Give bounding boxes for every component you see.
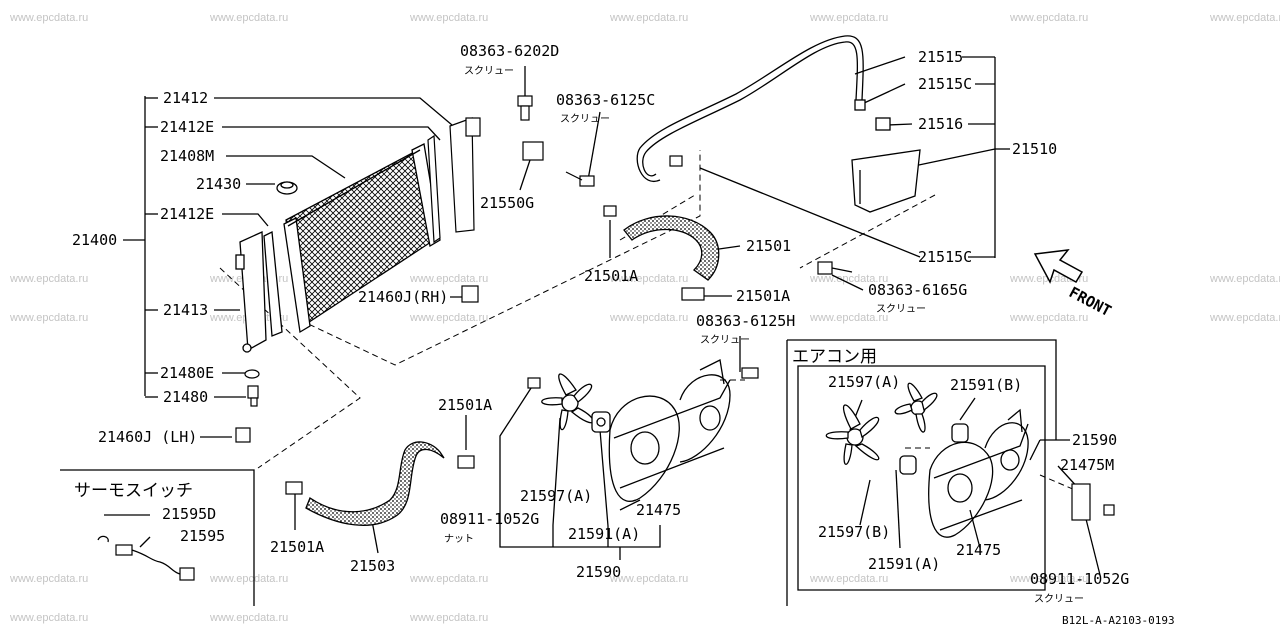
watermark: www.epcdata.ru bbox=[810, 273, 889, 285]
watermark: www.epcdata.ru bbox=[810, 12, 889, 24]
aircon-section-title: エアコン用 bbox=[792, 347, 877, 367]
thermo-switch-section-title: サーモスイッチ bbox=[74, 481, 193, 501]
watermark: www.epcdata.ru bbox=[810, 312, 889, 324]
watermark: www.epcdata.ru bbox=[10, 573, 89, 585]
part-label: 21501A bbox=[270, 538, 325, 556]
watermark: www.epcdata.ru bbox=[410, 12, 489, 24]
watermark: www.epcdata.ru bbox=[610, 573, 689, 585]
watermark: www.epcdata.ru bbox=[810, 573, 889, 585]
watermark: www.epcdata.ru bbox=[210, 12, 289, 24]
watermark: www.epcdata.ru bbox=[10, 12, 89, 24]
watermark: www.epcdata.ru bbox=[210, 612, 289, 624]
watermark: www.epcdata.ru bbox=[410, 573, 489, 585]
part-label: 21590 bbox=[1072, 431, 1118, 449]
part-label: 21475M bbox=[1060, 456, 1115, 474]
part-label: 21597(B) bbox=[818, 523, 891, 541]
part-label: 21412E bbox=[160, 205, 215, 223]
part-label: 08363-6125H bbox=[696, 312, 796, 330]
part-label: 21501 bbox=[746, 237, 792, 255]
part-label: 21460J(RH) bbox=[358, 288, 449, 306]
part-sublabel: スクリュー bbox=[876, 304, 926, 315]
part-label: 21430 bbox=[196, 175, 242, 193]
part-label: 21408M bbox=[160, 147, 215, 165]
diagram-code: B12L-A-A2103-0193 bbox=[1062, 614, 1175, 627]
part-label: 08911-1052G bbox=[1030, 570, 1130, 588]
watermark: www.epcdata.ru bbox=[610, 273, 689, 285]
part-label: 21475 bbox=[636, 501, 682, 519]
part-label: 21597(A) bbox=[828, 373, 901, 391]
part-label: 21591(B) bbox=[950, 376, 1023, 394]
watermark: www.epcdata.ru bbox=[610, 12, 689, 24]
part-label: 21475 bbox=[956, 541, 1002, 559]
watermark: www.epcdata.ru bbox=[410, 612, 489, 624]
part-label: 21501A bbox=[438, 396, 493, 414]
part-label: 21595 bbox=[180, 527, 226, 545]
part-label: 21503 bbox=[350, 557, 396, 575]
part-label: 21516 bbox=[918, 115, 964, 133]
part-label: 21515C bbox=[918, 75, 973, 93]
part-label: 21597(A) bbox=[520, 487, 593, 505]
part-label: 21501A bbox=[584, 267, 639, 285]
watermark: www.epcdata.ru bbox=[10, 312, 89, 324]
part-label: 21480 bbox=[163, 388, 209, 406]
part-label: 21412 bbox=[163, 89, 209, 107]
watermark: www.epcdata.ru bbox=[610, 312, 689, 324]
part-label: 21591(A) bbox=[868, 555, 941, 573]
part-label: 08363-6125C bbox=[556, 91, 656, 109]
part-sublabel: スクリュー bbox=[464, 66, 514, 77]
part-sublabel: ナット bbox=[444, 534, 474, 545]
part-sublabel: スクリュー bbox=[700, 335, 750, 346]
watermark: www.epcdata.ru bbox=[1210, 273, 1280, 285]
watermark: www.epcdata.ru bbox=[410, 273, 489, 285]
part-label: 21550G bbox=[480, 194, 535, 212]
part-label: 21515C bbox=[918, 248, 973, 266]
part-label: 21591(A) bbox=[568, 525, 641, 543]
part-label: 21412E bbox=[160, 118, 215, 136]
watermark: www.epcdata.ru bbox=[1010, 312, 1089, 324]
watermark: www.epcdata.ru bbox=[1210, 312, 1280, 324]
part-sublabel: スクリュー bbox=[1034, 594, 1084, 605]
part-label: 08363-6165G bbox=[868, 281, 968, 299]
part-label: 21413 bbox=[163, 301, 209, 319]
watermark: www.epcdata.ru bbox=[210, 573, 289, 585]
part-label: 21515 bbox=[918, 48, 964, 66]
part-label: 21480E bbox=[160, 364, 215, 382]
part-label: 21460J (LH) bbox=[98, 428, 198, 446]
part-label: 21501A bbox=[736, 287, 791, 305]
watermark: www.epcdata.ru bbox=[10, 273, 89, 285]
part-sublabel: スクリュー bbox=[560, 114, 610, 125]
part-label: 21595D bbox=[162, 505, 217, 523]
part-label: 21400 bbox=[72, 231, 118, 249]
part-label: 08911-1052G bbox=[440, 510, 540, 528]
part-label: 08363-6202D bbox=[460, 42, 560, 60]
part-label: 21590 bbox=[576, 563, 622, 581]
watermark: www.epcdata.ru bbox=[1010, 12, 1089, 24]
watermark: www.epcdata.ru bbox=[410, 312, 489, 324]
watermark: www.epcdata.ru bbox=[1210, 12, 1280, 24]
part-label: 21510 bbox=[1012, 140, 1058, 158]
watermark: www.epcdata.ru bbox=[1010, 573, 1089, 585]
watermark: www.epcdata.ru bbox=[10, 612, 89, 624]
